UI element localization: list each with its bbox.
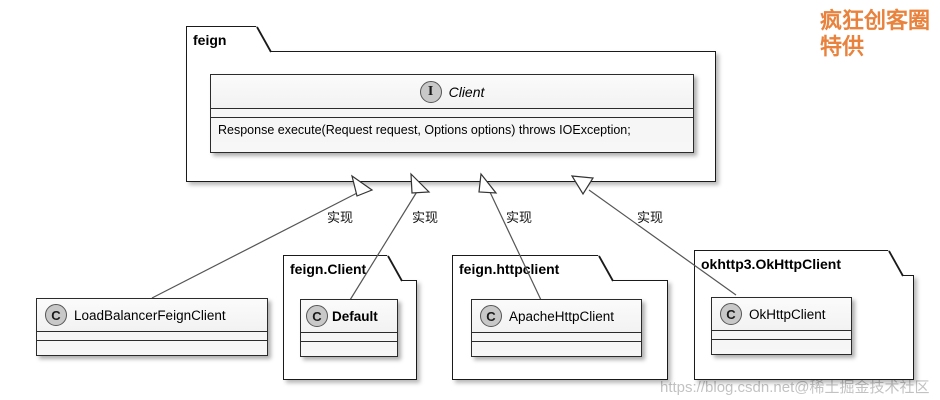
class-loadbalancerfeignclient-methods-compartment <box>37 341 267 350</box>
class-default-box[interactable]: C Default <box>300 299 398 357</box>
class-apachehttpclient-name: ApacheHttpClient <box>509 308 615 324</box>
class-badge-icon: C <box>720 303 742 325</box>
package-feign-httpclient-tab: feign.httpclient <box>452 255 612 281</box>
package-feign-httpclient: feign.httpclient C ApacheHttpClient <box>452 255 668 380</box>
class-loadbalancerfeignclient-name: LoadBalancerFeignClient <box>74 307 226 323</box>
interface-badge-icon: I <box>419 80 442 103</box>
class-default-methods-compartment <box>301 342 397 351</box>
class-default-header: C Default <box>301 300 397 333</box>
package-feign-httpclient-label: feign.httpclient <box>459 260 560 277</box>
package-feign-label: feign <box>193 31 227 48</box>
interface-client-name: Client <box>448 83 485 100</box>
watermark-top-right: 疯狂创客圈 特供 <box>820 8 930 60</box>
class-loadbalancerfeignclient-box[interactable]: C LoadBalancerFeignClient <box>36 298 268 356</box>
interface-client-attributes-compartment <box>211 109 693 118</box>
package-feign-tab: feign <box>186 26 270 52</box>
edge-label-apachehttpclient: 实现 <box>506 210 533 225</box>
class-okhttpclient-name: OkHttpClient <box>749 306 826 322</box>
class-okhttpclient-box[interactable]: C OkHttpClient <box>711 297 852 355</box>
class-okhttpclient-attributes-compartment <box>712 331 851 340</box>
package-okhttp3-okhttpclient-label: okhttp3.OkHttpClient <box>701 255 841 272</box>
interface-client-method-0: Response execute(Request request, Option… <box>211 118 693 142</box>
package-feign-client-tab: feign.Client <box>283 255 401 281</box>
class-apachehttpclient-box[interactable]: C ApacheHttpClient <box>471 299 642 357</box>
class-badge-icon: C <box>45 304 67 326</box>
class-default-attributes-compartment <box>301 333 397 342</box>
watermark-top-right-line1: 疯狂创客圈 <box>819 8 930 33</box>
package-feign: feign I Client Response execute(Request … <box>186 26 716 182</box>
interface-client-box[interactable]: I Client Response execute(Request reques… <box>210 74 694 153</box>
package-okhttp3-okhttpclient: okhttp3.OkHttpClient C OkHttpClient <box>694 250 914 380</box>
class-badge-icon: C <box>306 305 328 327</box>
package-feign-client: feign.Client C Default <box>283 255 417 380</box>
class-okhttpclient-header: C OkHttpClient <box>712 298 851 331</box>
class-apachehttpclient-attributes-compartment <box>472 333 641 342</box>
class-okhttpclient-methods-compartment <box>712 340 851 349</box>
package-feign-client-label: feign.Client <box>290 260 367 277</box>
interface-client-header: I Client <box>211 75 693 109</box>
class-badge-icon: C <box>480 305 502 327</box>
edge-label-okhttpclient: 实现 <box>637 210 664 225</box>
edge-label-loadbalancerfeignclient: 实现 <box>327 210 354 225</box>
edge-label-default: 实现 <box>412 210 439 225</box>
class-loadbalancerfeignclient-attributes-compartment <box>37 332 267 341</box>
package-okhttp3-okhttpclient-tab: okhttp3.OkHttpClient <box>694 250 902 276</box>
watermark-bottom-right: https://blog.csdn.net@稀土掘金技术社区 <box>660 379 930 396</box>
class-apachehttpclient-header: C ApacheHttpClient <box>472 300 641 333</box>
class-default-name: Default <box>332 308 378 324</box>
class-loadbalancerfeignclient-header: C LoadBalancerFeignClient <box>37 299 267 332</box>
watermark-top-right-line2: 特供 <box>819 33 864 59</box>
class-apachehttpclient-methods-compartment <box>472 342 641 351</box>
